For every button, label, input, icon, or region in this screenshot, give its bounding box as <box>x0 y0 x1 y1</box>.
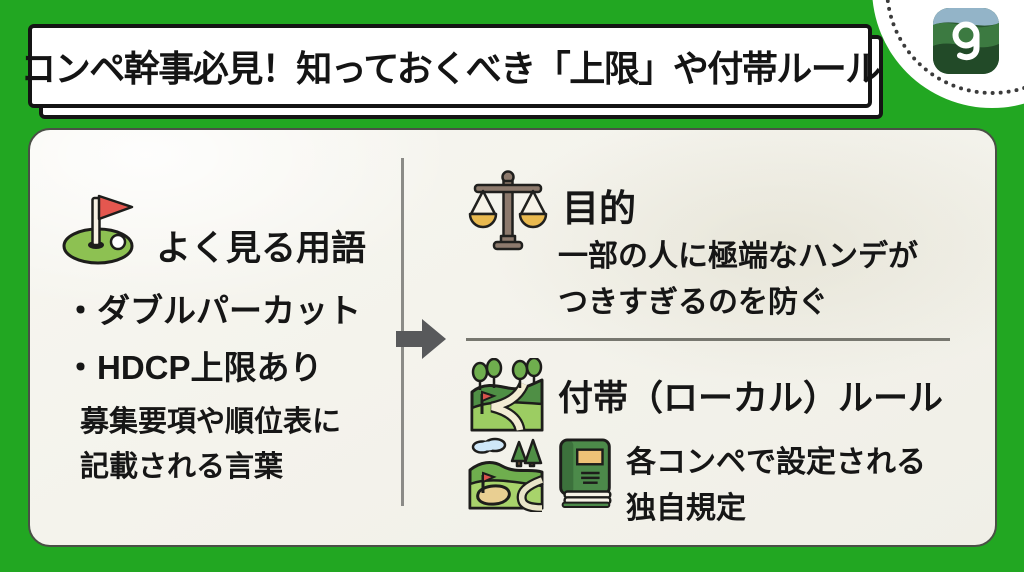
local-rules-description: 各コンペで設定される 独自規定 <box>626 440 926 532</box>
purpose-description: 一部の人に極端なハンデが つきすぎるのを防ぐ <box>558 234 918 326</box>
horizontal-divider <box>466 338 950 341</box>
golf-flag-icon <box>62 194 134 265</box>
golf-app-logo-icon <box>933 8 999 74</box>
left-section-heading: よく見る用語 <box>156 229 367 268</box>
golf-course-bunker-icon <box>468 437 544 512</box>
purpose-line2: つきすぎるのを防ぐ <box>558 286 828 319</box>
content-panel: よく見る用語 ・ダブルパーカット ・HDCP上限あり 募集要項や順位表に 記載さ… <box>28 128 997 547</box>
rule-book-icon <box>559 438 612 508</box>
local-line1: 各コンペで設定される <box>626 446 926 479</box>
page-title: コンペ幹事必見！知っておくべき「上限」や付帯ルール <box>20 48 881 89</box>
term-list: ・ダブルパーカット ・HDCP上限あり <box>64 282 361 396</box>
term-item-double-par-cut: ・ダブルパーカット <box>64 292 361 329</box>
left-note-line2: 記載される言葉 <box>80 451 284 483</box>
arrow-right-icon <box>396 318 446 360</box>
arrow-body <box>396 331 424 347</box>
title-banner: コンペ幹事必見！知っておくべき「上限」や付帯ルール <box>20 24 881 108</box>
arrow-head <box>422 319 446 359</box>
local-line2: 独自規定 <box>626 492 746 525</box>
term-item-hdcp-limit: ・HDCP上限あり <box>64 349 323 386</box>
left-note: 募集要項や順位表に 記載される言葉 <box>80 400 341 490</box>
golf-course-icon <box>470 358 544 432</box>
left-note-line1: 募集要項や順位表に <box>80 406 342 438</box>
local-rules-heading: 付帯（ローカル）ルール <box>558 379 944 418</box>
purpose-heading: 目的 <box>562 188 636 229</box>
purpose-line1: 一部の人に極端なハンデが <box>558 240 918 273</box>
balance-scale-icon <box>468 170 548 251</box>
